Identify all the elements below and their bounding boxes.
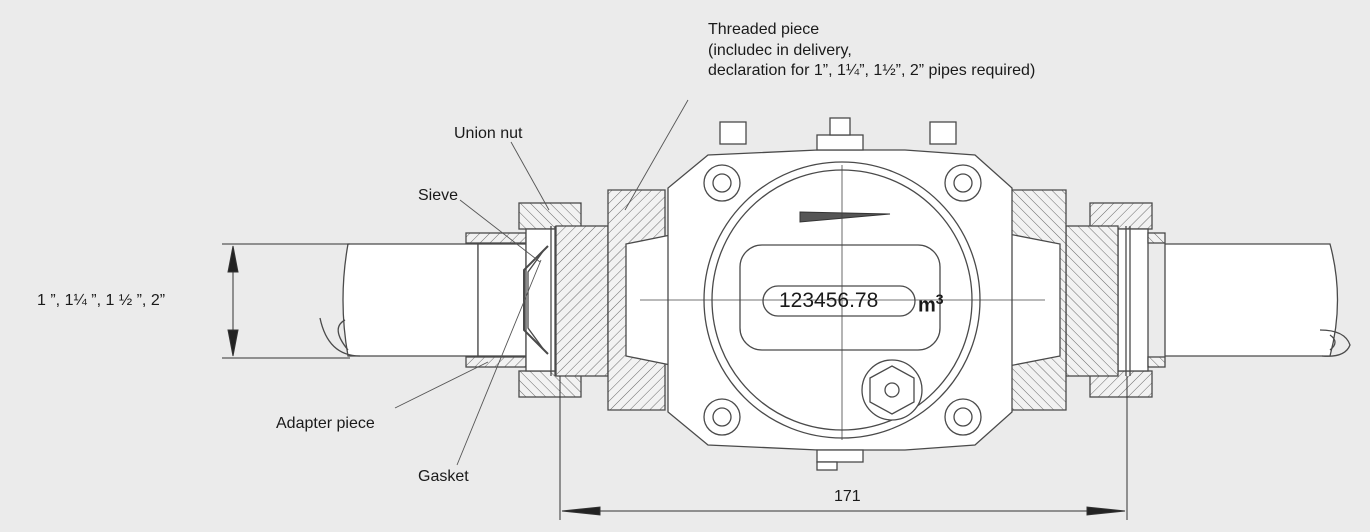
arrow-down <box>227 329 239 357</box>
counter-unit-base: m <box>918 294 936 317</box>
arrow-left <box>561 506 601 516</box>
arrow-right <box>1086 506 1126 516</box>
threaded-piece-label: Threaded piece (includec in delivery, de… <box>708 20 1035 82</box>
gasket-label: Gasket <box>418 468 469 485</box>
right-pipe <box>1164 243 1339 357</box>
sieve-label: Sieve <box>418 187 459 204</box>
left-pipe <box>342 243 479 357</box>
counter-unit: m3 <box>918 287 944 318</box>
length-dimension-label: 171 <box>834 488 861 505</box>
adapter-piece-label: Adapter piece <box>276 415 375 432</box>
threaded-piece-title: Threaded piece <box>708 21 820 38</box>
flow-arrow <box>799 211 891 223</box>
union-nut-label: Union nut <box>454 125 523 142</box>
arrow-up <box>227 245 239 273</box>
counter-reading: 123456.78 <box>779 289 879 312</box>
threaded-piece-line3: declaration for 1”, 1¼”, 1½”, 2” pipes r… <box>708 62 1036 79</box>
threaded-piece-line2: (includec in delivery, <box>708 41 852 59</box>
counter-unit-exponent: 3 <box>935 291 944 307</box>
pipe-size-label: 1 ”, 1¼ ”, 1 ½ ”, 2” <box>37 292 166 309</box>
